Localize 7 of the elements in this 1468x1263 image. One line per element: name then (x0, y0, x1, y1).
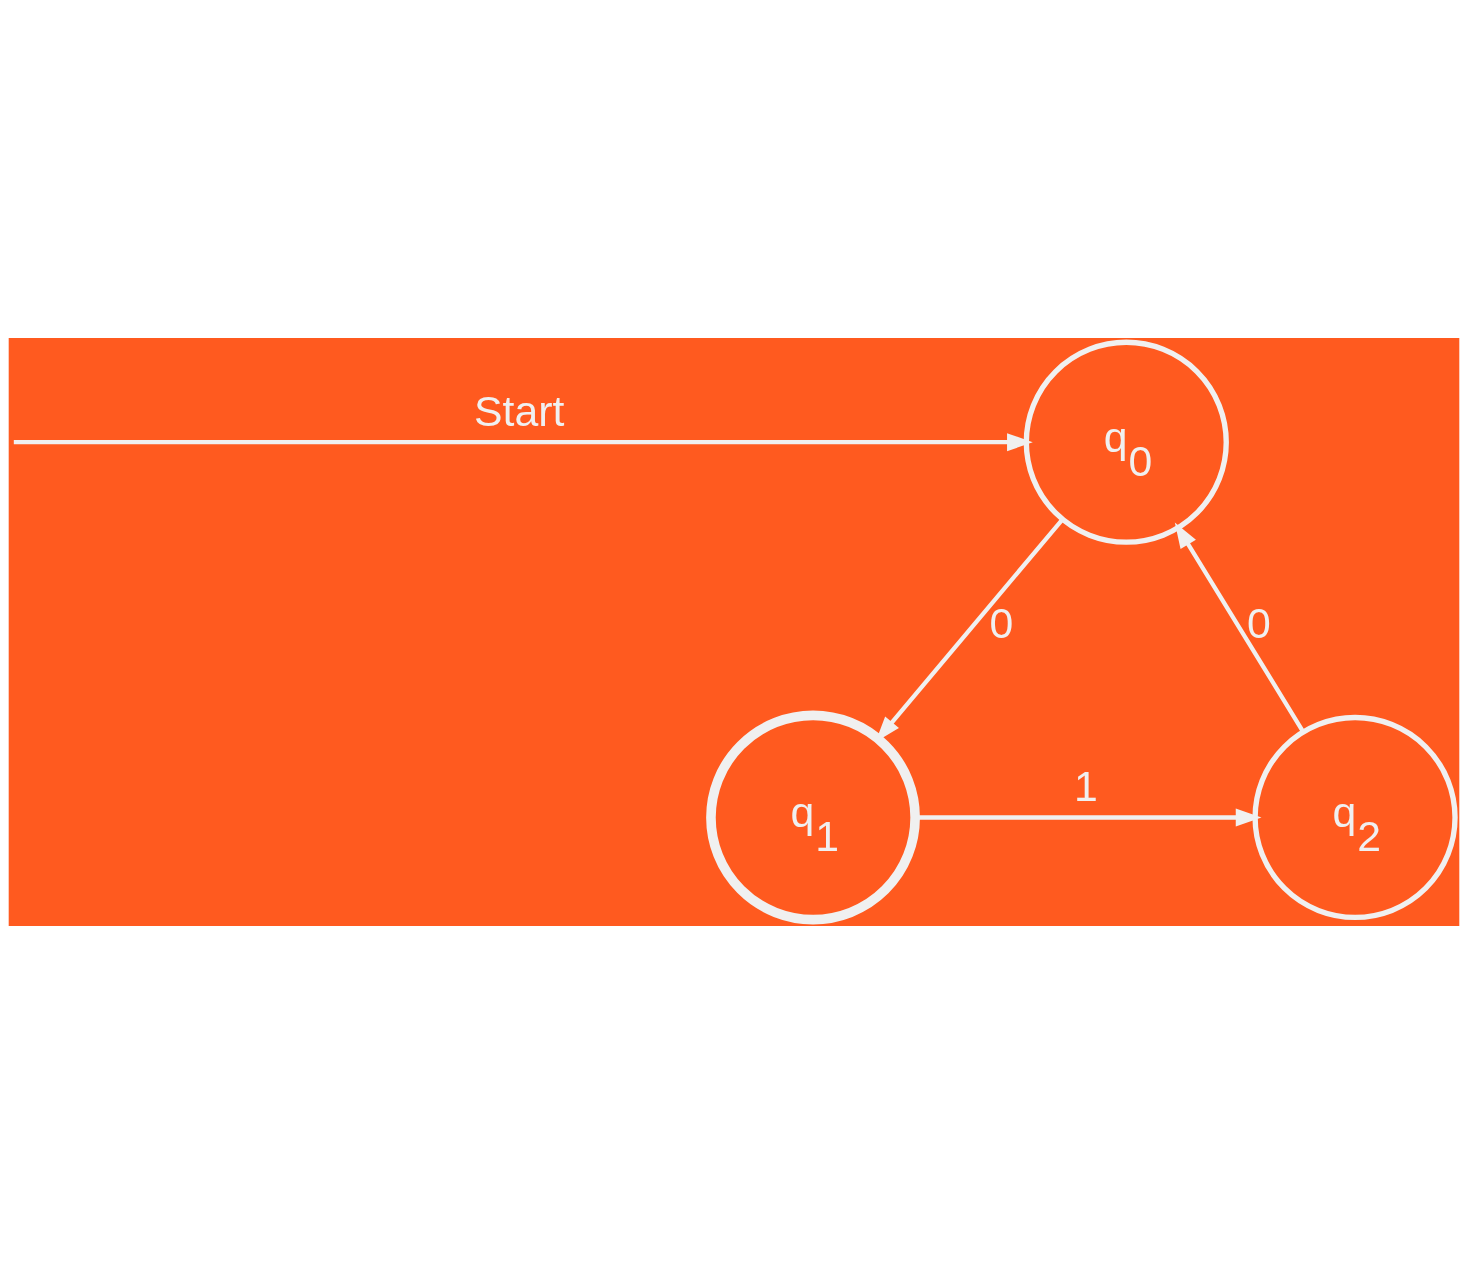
arrow (917, 808, 1262, 826)
edge-label: 1 (1073, 761, 1098, 810)
edge-label: Start (474, 386, 565, 435)
arrow (1174, 521, 1305, 733)
arrow (13, 432, 1033, 451)
edge-label: 0 (1247, 598, 1271, 647)
edge-label: 0 (989, 598, 1014, 647)
